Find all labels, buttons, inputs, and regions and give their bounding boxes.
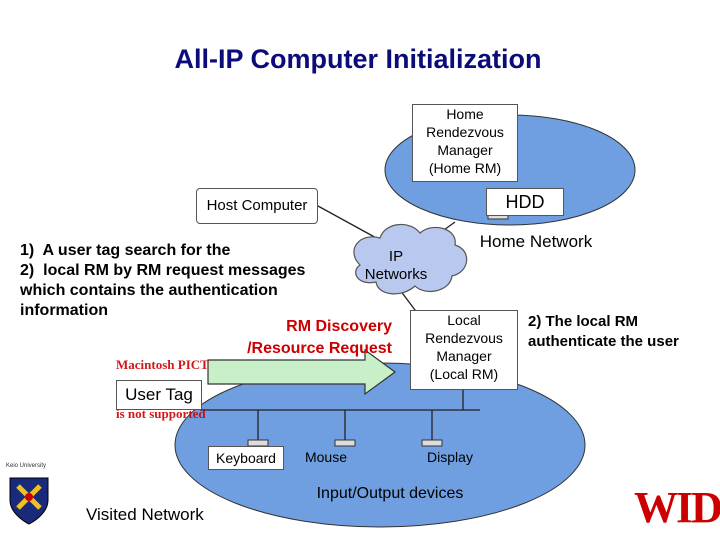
rm-discovery-label: RM Discovery /Resource Request [224,316,392,360]
discovery-arrow [207,348,397,396]
ip-networks-cloud [353,224,468,295]
slide-title: All-IP Computer Initialization [174,44,542,74]
hdd-box: HDD [486,188,564,216]
rm-discovery-line1: RM Discovery [286,318,392,335]
local-rm-box: Local Rendezvous Manager (Local RM) [410,310,518,390]
user-tag-box: User Tag [116,380,202,410]
mouse-stub [334,439,356,447]
keyboard-box: Keyboard [208,446,284,470]
keio-caption: Keio University [6,463,47,469]
local-auth-text: 2) The local RM authenticate the user [528,313,679,350]
keio-university-logo [9,477,49,525]
rm-discovery-line2: /Resource Request [247,340,392,357]
display-stub [421,439,443,447]
home-network-label: Home Network [479,232,593,251]
visited-network-label: Visited Network [86,505,204,524]
host-to-cloud-line [317,205,381,241]
placeholder-line1: Macintosh PICT [116,357,209,372]
host-computer-box: Host Computer [196,188,318,224]
home-rm-box: Home Rendezvous Manager (Home RM) [412,104,518,182]
wide-logo-text: WIDE [634,483,720,532]
mouse-label: Mouse [304,449,348,465]
steps-text: 1) A user tag search for the 2) local RM… [20,242,306,319]
io-devices-caption: Input/Output devices [316,485,464,502]
ip-networks-label: IP Networks [364,248,428,283]
display-label: Display [427,449,473,465]
